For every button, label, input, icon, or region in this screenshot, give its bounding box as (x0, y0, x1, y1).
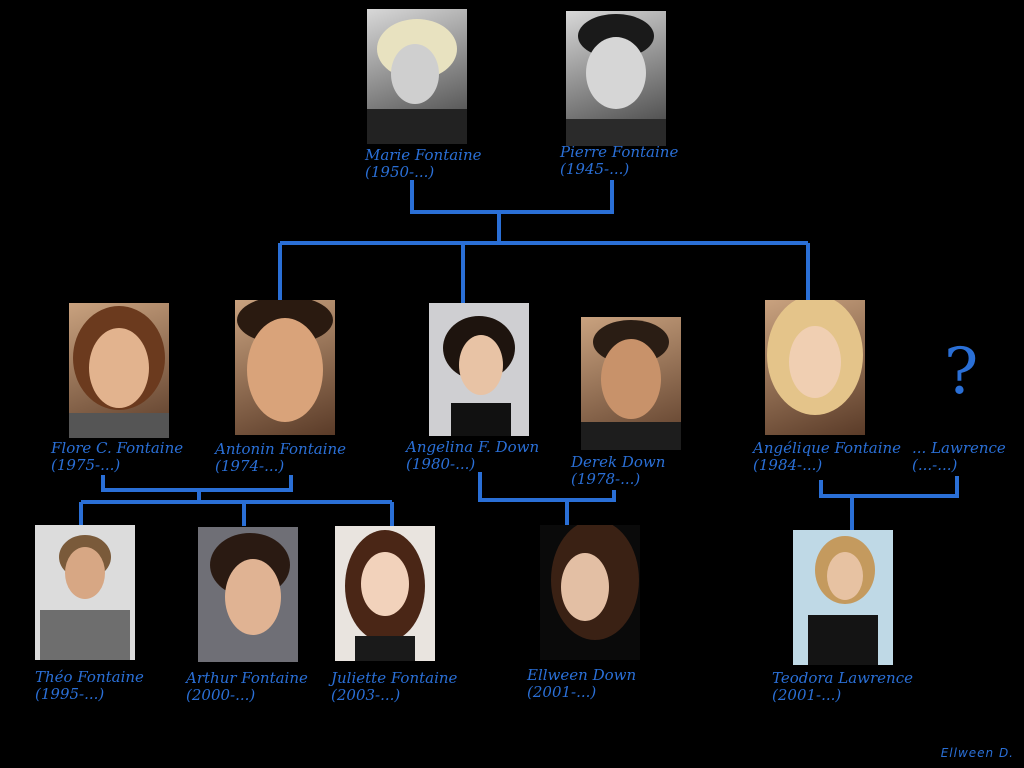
label-juliette: Juliette Fontaine(2003-...) (331, 669, 458, 704)
photo-ellween (540, 525, 640, 660)
photo-antonin (235, 300, 335, 435)
line-angelina-derek (478, 472, 616, 502)
label-antonin: Antonin Fontaine(1974-...) (215, 440, 347, 475)
line-flore-antonin (101, 475, 293, 492)
label-teodora: Teodora Lawrence(2001-...) (772, 669, 913, 704)
photo-theo (35, 525, 135, 660)
photo-derek (581, 317, 681, 450)
line-grandparents (410, 180, 614, 214)
photo-marie (367, 9, 467, 144)
photo-pierre (566, 11, 666, 146)
label-arthur: Arthur Fontaine(2000-...) (186, 669, 308, 704)
unknown-person-mark: ? (944, 335, 979, 409)
photo-arthur (198, 527, 298, 662)
label-theo: Théo Fontaine(1995-...) (35, 668, 144, 703)
label-marie: Marie Fontaine(1950-...) (365, 146, 482, 181)
photo-angelique (765, 300, 865, 435)
photo-angelina (429, 303, 529, 436)
label-angelina: Angelina F. Down(1980-...) (406, 438, 540, 473)
signature: Ellween D. (940, 746, 1014, 760)
photo-teodora (793, 530, 893, 665)
label-flore: Flore C. Fontaine(1975-...) (51, 439, 184, 474)
photo-flore (69, 303, 169, 438)
label-angelique: Angélique Fontaine(1984-...) (753, 439, 902, 474)
label-pierre: Pierre Fontaine(1945-...) (560, 143, 679, 178)
line-angelique-lawrence (819, 476, 959, 498)
label-ellween: Ellween Down(2001-...) (527, 666, 637, 701)
label-derek: Derek Down(1978-...) (571, 453, 666, 488)
photo-juliette (335, 526, 435, 661)
label-lawrence: ... Lawrence(...-...) (912, 439, 1006, 474)
